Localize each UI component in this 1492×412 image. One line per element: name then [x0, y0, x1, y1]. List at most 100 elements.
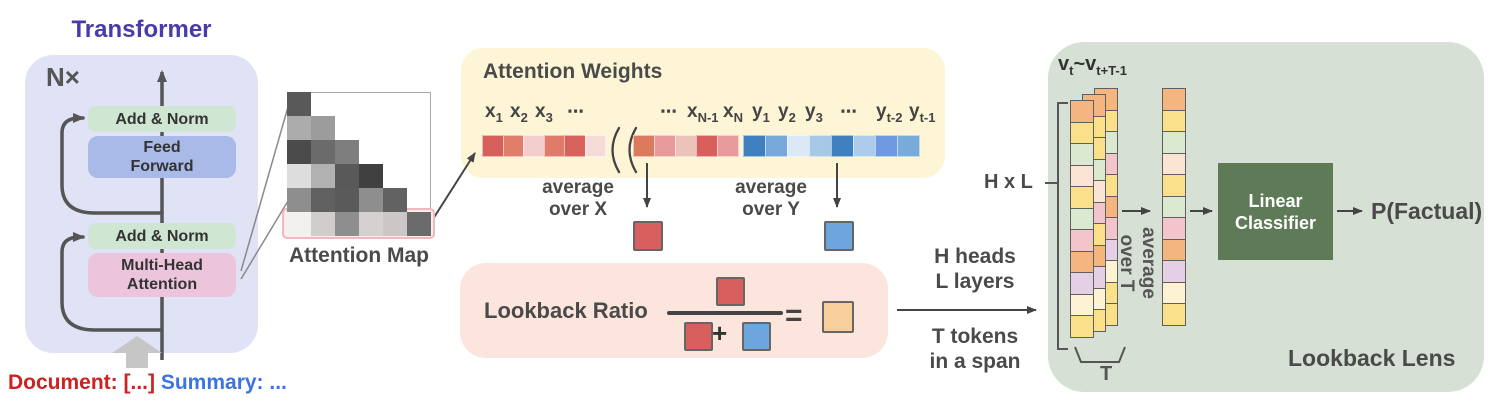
feature-vector-cell: [1070, 121, 1094, 145]
attention-map-cell: [359, 164, 383, 188]
context-weight-cell: [564, 135, 586, 157]
classifier-label-line1: Linear: [1248, 190, 1303, 211]
averaged-vector-cell: [1162, 109, 1186, 133]
generated-weight-cell: [787, 135, 810, 157]
output-probability-label: P(Factual): [1371, 198, 1483, 224]
classifier-label-line2: Classifier: [1234, 212, 1317, 233]
tokens-span-label: T tokens in a span: [905, 324, 1045, 374]
token-label: x2: [510, 101, 528, 125]
feed-forward-block: Feed Forward: [88, 136, 236, 178]
lookback-lens-title: Lookback Lens: [1288, 345, 1456, 371]
attention-map-cells: [287, 92, 431, 236]
add-norm-bottom-label: Add & Norm: [115, 227, 209, 245]
token-label: xN-1: [687, 101, 719, 125]
token-label: yt-1: [909, 101, 936, 125]
multi-head-attention-block: Multi-Head Attention: [88, 253, 236, 297]
feed-forward-label-line2: Forward: [130, 158, 194, 175]
feature-vector-cell: [1070, 229, 1094, 252]
context-weight-cell: [654, 135, 676, 157]
attention-map-cell: [311, 164, 335, 188]
context-weight-cell: [696, 135, 718, 157]
transformer-title: Transformer: [71, 16, 212, 43]
lookback-ratio-square: [822, 301, 854, 333]
t-tokens-label: T tokens: [931, 325, 1019, 348]
context-weight-cell: [675, 135, 697, 157]
generated-weight-cell: [875, 135, 898, 157]
attention-map-cell: [311, 116, 335, 140]
averaged-vector-cell: [1162, 260, 1186, 283]
feature-vector-cell: [1070, 143, 1094, 166]
token-label: y1: [752, 101, 770, 125]
attention-map-cell: [335, 188, 359, 212]
strip-generated: [743, 135, 920, 157]
attention-map-row: [287, 92, 431, 116]
attention-map-cell: [311, 140, 335, 164]
attention-map-cell: [335, 164, 359, 188]
generated-weight-cell: [809, 135, 832, 157]
generated-average-square: [824, 221, 854, 251]
token-ellipsis: ⋯: [660, 102, 679, 121]
generated-weight-cell: [853, 135, 876, 157]
repeat-count-label: N×: [46, 62, 80, 92]
average-over-x-label: average over X: [523, 177, 633, 221]
l-layers-label: L layers: [935, 270, 1015, 293]
attention-map-row: [287, 116, 431, 140]
average-over-y-line2: over Y: [742, 199, 800, 220]
averaged-vector-cell: [1162, 217, 1186, 240]
attention-map-row: [287, 164, 431, 188]
token-label: y2: [778, 101, 796, 125]
attention-map-cell: [335, 212, 359, 236]
average-over-x-line1: average: [542, 177, 614, 198]
vector-range-label: vt~vt+T-1: [1058, 53, 1127, 78]
t-span-label: T: [1100, 363, 1113, 385]
attention-map-row: [287, 188, 431, 212]
mha-label-line2: Attention: [126, 276, 198, 293]
attention-map-row: [287, 140, 431, 164]
attention-map-cell: [335, 140, 359, 164]
attention-map-cell: [287, 140, 311, 164]
heads-layers-label: H heads L layers: [905, 244, 1045, 294]
average-over-t-line1: average: [1138, 227, 1159, 299]
token-label: y3: [805, 101, 823, 125]
numerator-red-square: [716, 277, 745, 306]
token-label: yt-2: [876, 101, 903, 125]
generated-weight-cell: [897, 135, 920, 157]
add-norm-bottom-block: Add & Norm: [88, 223, 236, 249]
generated-weight-cell: [765, 135, 788, 157]
average-over-y-line1: average: [735, 177, 807, 198]
denominator-blue-square: [742, 322, 771, 351]
average-over-y-label: average over Y: [716, 177, 826, 221]
attention-map-cell: [287, 164, 311, 188]
attention-map-cell: [287, 116, 311, 140]
average-over-t-line2: over T: [1116, 234, 1137, 292]
feature-vector-cell: [1070, 250, 1094, 274]
attention-map-cell: [311, 188, 335, 212]
feature-vector-cell: [1070, 100, 1094, 123]
feature-vector-cell: [1070, 293, 1094, 317]
hxl-label: H x L: [984, 171, 1033, 193]
context-weight-cell: [717, 135, 739, 157]
averaged-vector-cell: [1162, 152, 1186, 176]
h-heads-label: H heads: [934, 245, 1016, 268]
attention-map-cell: [359, 212, 383, 236]
attention-map-matrix: [282, 92, 435, 239]
denominator-red-square: [684, 322, 713, 351]
context-average-square: [633, 221, 663, 251]
attention-map-cell: [287, 188, 311, 212]
lookback-ratio-panel: [460, 263, 888, 358]
attention-map-cell: [383, 188, 407, 212]
in-a-span-label: in a span: [929, 350, 1021, 373]
attention-weights-title: Attention Weights: [483, 60, 663, 83]
averaged-vector-cell: [1162, 303, 1186, 326]
attention-map-cell: [311, 212, 335, 236]
averaged-vector-cell: [1162, 195, 1186, 219]
linear-classifier-block: Linear Classifier: [1218, 163, 1333, 260]
token-ellipsis: ⋯: [567, 102, 586, 121]
feature-vector-cell: [1070, 207, 1094, 231]
mha-label-line1: Multi-Head: [121, 257, 203, 274]
average-over-x-line2: over X: [548, 199, 608, 220]
averaged-vector-column: [1162, 88, 1186, 326]
feature-vector-cell: [1070, 315, 1094, 338]
